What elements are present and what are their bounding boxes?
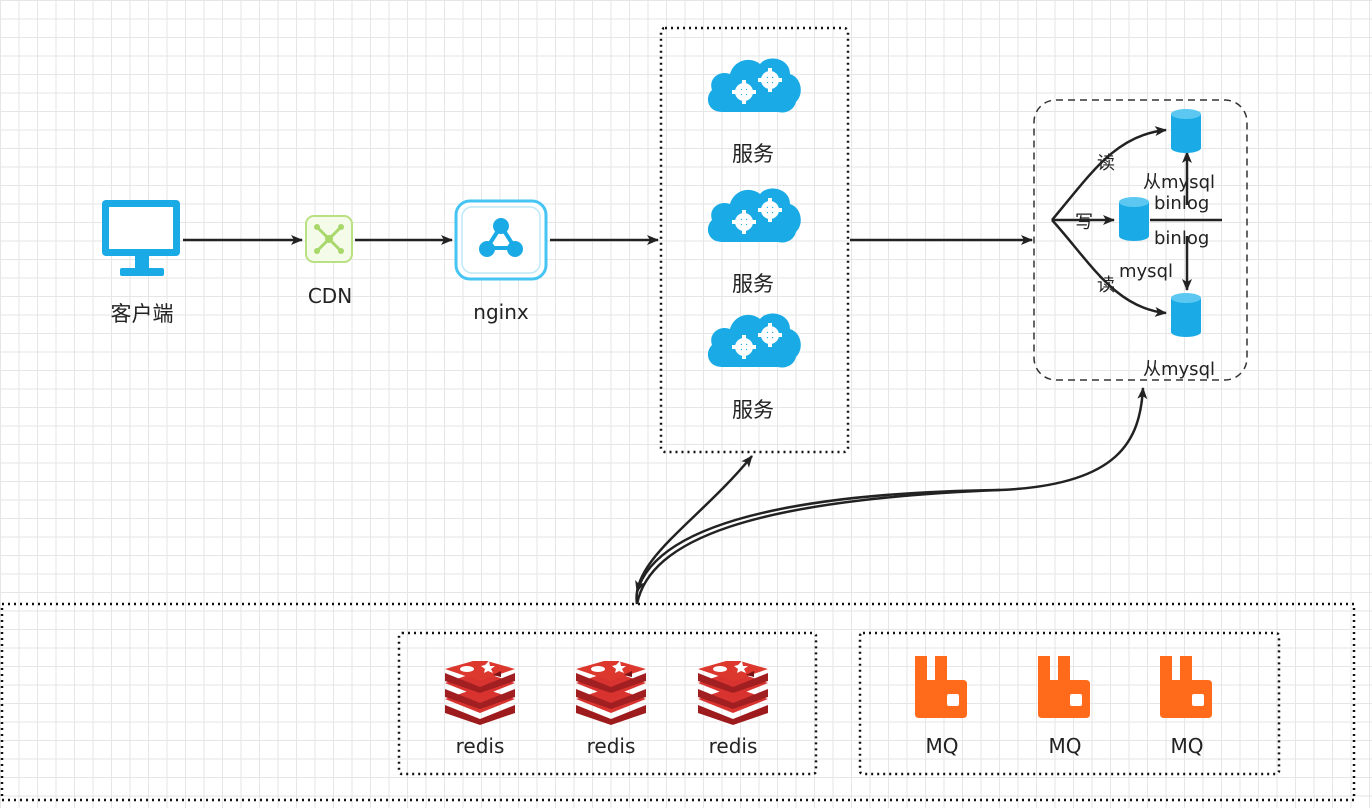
nginx-share-icon — [454, 199, 548, 281]
mq-node[interactable] — [1158, 656, 1214, 718]
database-icon — [1171, 109, 1201, 153]
service-node[interactable] — [704, 180, 804, 250]
redis-node[interactable] — [574, 659, 648, 725]
redis-icon — [576, 659, 646, 725]
cloud-gears-icon — [707, 58, 801, 113]
redis-label-3: redis — [708, 734, 758, 758]
read-label-bottom: 读 — [1097, 275, 1115, 296]
service-label-1: 服务 — [732, 142, 774, 166]
cloud-gears-icon — [707, 313, 801, 368]
arrow-middleware-to-services — [635, 455, 753, 605]
redis-group-box — [397, 631, 818, 776]
redis-label-2: redis — [586, 734, 636, 758]
service-label-3: 服务 — [732, 398, 774, 422]
db-master[interactable] — [1118, 196, 1150, 242]
rabbitmq-icon — [1038, 656, 1090, 718]
database-icon — [1171, 293, 1201, 337]
arrow-read-bottom — [1051, 219, 1167, 317]
services-group-box — [659, 26, 850, 454]
database-group-box — [1033, 99, 1248, 381]
redis-icon — [445, 659, 515, 725]
slave-bottom-label: 从mysql — [1143, 359, 1215, 380]
write-label: 写 — [1075, 212, 1093, 233]
binlog-top-label: binlog — [1154, 193, 1210, 214]
arrow-middleware-to-db — [635, 387, 1148, 605]
arrow-db-to-middleware — [635, 488, 1001, 593]
cdn-label: CDN — [307, 284, 353, 308]
master-label: mysql — [1119, 261, 1173, 282]
mq-node[interactable] — [913, 656, 969, 718]
rabbitmq-icon — [915, 656, 967, 718]
monitor-icon — [102, 200, 180, 276]
db-slave-bottom[interactable] — [1170, 292, 1202, 338]
mq-label-3: MQ — [1170, 734, 1204, 758]
db-slave-top[interactable] — [1170, 108, 1202, 154]
service-node[interactable] — [704, 305, 804, 375]
redis-icon — [698, 659, 768, 725]
binlog-bottom-label: binlog — [1154, 228, 1210, 249]
slave-top-label: 从mysql — [1143, 172, 1215, 193]
database-icon — [1119, 197, 1149, 241]
mq-node[interactable] — [1036, 656, 1092, 718]
redis-node[interactable] — [443, 659, 517, 725]
arrow-read-top — [1051, 126, 1167, 221]
nginx-node[interactable] — [453, 198, 549, 282]
read-label-top: 读 — [1097, 153, 1115, 174]
nginx-label: nginx — [473, 300, 529, 324]
cdn-icon — [305, 215, 353, 263]
rabbitmq-icon — [1160, 656, 1212, 718]
mq-label-2: MQ — [1048, 734, 1082, 758]
service-node[interactable] — [704, 50, 804, 120]
redis-node[interactable] — [696, 659, 770, 725]
cdn-node[interactable] — [304, 214, 354, 264]
client-label: 客户端 — [110, 302, 174, 326]
cloud-gears-icon — [707, 188, 801, 243]
mq-group-box — [858, 631, 1281, 776]
redis-label-1: redis — [455, 734, 505, 758]
service-label-2: 服务 — [732, 272, 774, 296]
mq-label-1: MQ — [925, 734, 959, 758]
client-node[interactable] — [100, 198, 184, 282]
